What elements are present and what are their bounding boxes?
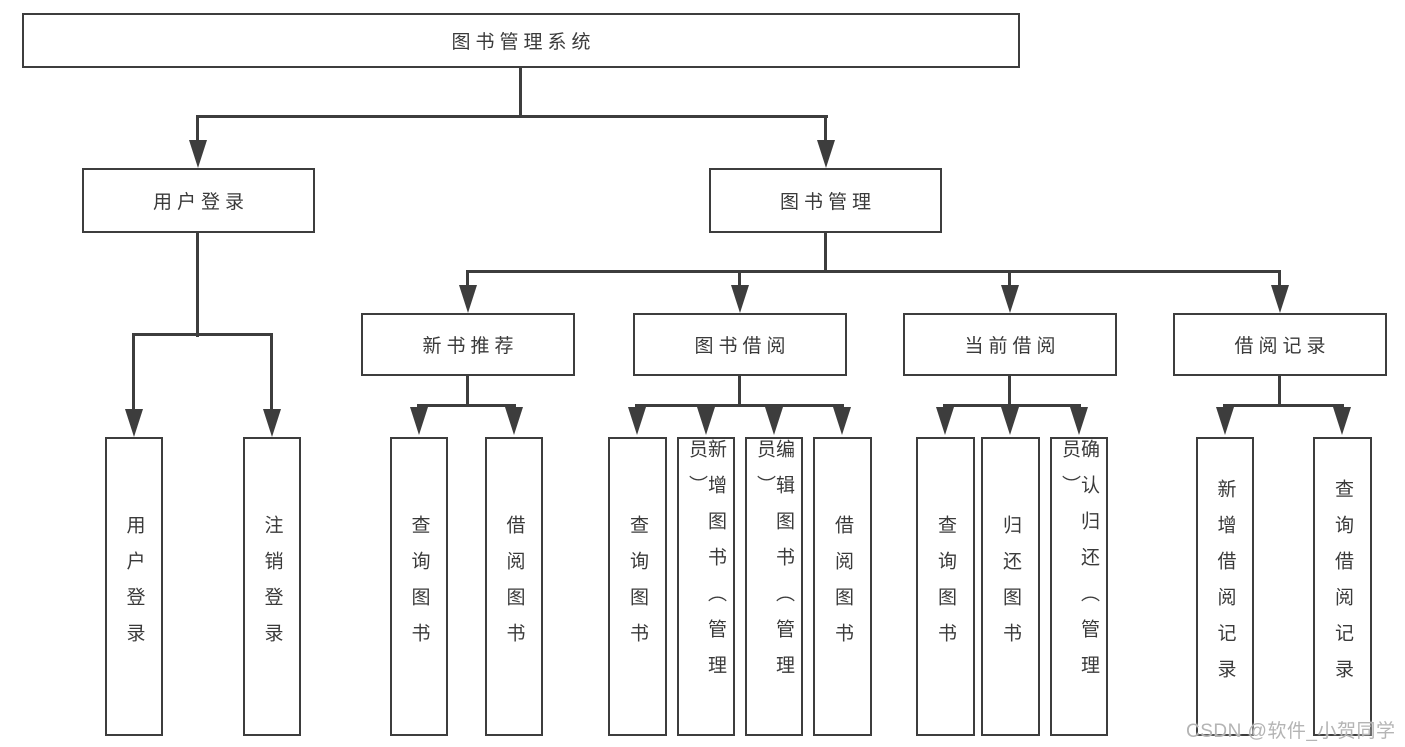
connector-hline [1223,404,1344,407]
connector-arrowhead [125,409,143,437]
connector-arrowhead [936,407,954,435]
connector-hline [466,270,1281,273]
connector-hline [943,404,1081,407]
node-book-management: 图书管理 [709,168,942,233]
node-book-borrowing: 图书借阅 [633,313,847,376]
connector-arrowhead [1001,285,1019,313]
leaf-borrow-books: 借阅图书 [813,437,872,736]
watermark-csdn: CSDN @软件_小贺同学 [1186,721,1396,742]
connector-arrowhead [628,407,646,435]
node-user-login: 用户登录 [82,168,315,233]
node-new-book-recommendation: 新书推荐 [361,313,575,376]
node-borrowing-records: 借阅记录 [1173,313,1387,376]
connector-vline [1008,375,1011,406]
connector-hline [417,404,516,407]
connector-hline [196,115,828,118]
leaf-borrow-books: 借阅图书 [485,437,543,736]
leaf-return-books: 归还图书 [981,437,1040,736]
connector-arrowhead [1070,407,1088,435]
connector-arrowhead [817,140,835,168]
connector-arrowhead [1333,407,1351,435]
leaf-user-login: 用户登录 [105,437,163,736]
connector-arrowhead [765,407,783,435]
leaf-confirm-return-admin: 确认归还（管理员） [1050,437,1108,736]
node-library-management-system: 图书管理系统 [22,13,1020,68]
leaf-edit-book-admin: 编辑图书（管理员） [745,437,803,736]
connector-arrowhead [189,140,207,168]
connector-arrowhead [833,407,851,435]
connector-vline [466,270,469,287]
leaf-add-book-admin: 新增图书（管理员） [677,437,735,736]
connector-arrowhead [1271,285,1289,313]
connector-vline [196,233,199,337]
connector-vline [196,115,199,141]
leaf-query-borrow-record: 查询借阅记录 [1313,437,1372,736]
connector-vline [132,333,135,412]
connector-vline [824,115,827,141]
connector-vline [466,375,469,406]
leaf-query-books: 查询图书 [916,437,975,736]
connector-arrowhead [697,407,715,435]
connector-arrowhead [731,285,749,313]
connector-vline [738,270,741,287]
leaf-logout: 注销登录 [243,437,301,736]
leaf-query-books: 查询图书 [608,437,667,736]
leaf-add-borrow-record: 新增借阅记录 [1196,437,1254,736]
connector-hline [132,333,272,336]
connector-arrowhead [505,407,523,435]
connector-vline [519,67,522,117]
connector-arrowhead [263,409,281,437]
connector-arrowhead [459,285,477,313]
node-current-borrowing: 当前借阅 [903,313,1117,376]
connector-vline [738,375,741,406]
leaf-query-books: 查询图书 [390,437,448,736]
connector-vline [270,333,273,412]
connector-vline [1008,270,1011,287]
connector-arrowhead [1216,407,1234,435]
connector-vline [824,233,827,273]
connector-vline [1278,375,1281,406]
connector-vline [1278,270,1281,287]
connector-arrowhead [1001,407,1019,435]
connector-arrowhead [410,407,428,435]
connector-hline [635,404,844,407]
